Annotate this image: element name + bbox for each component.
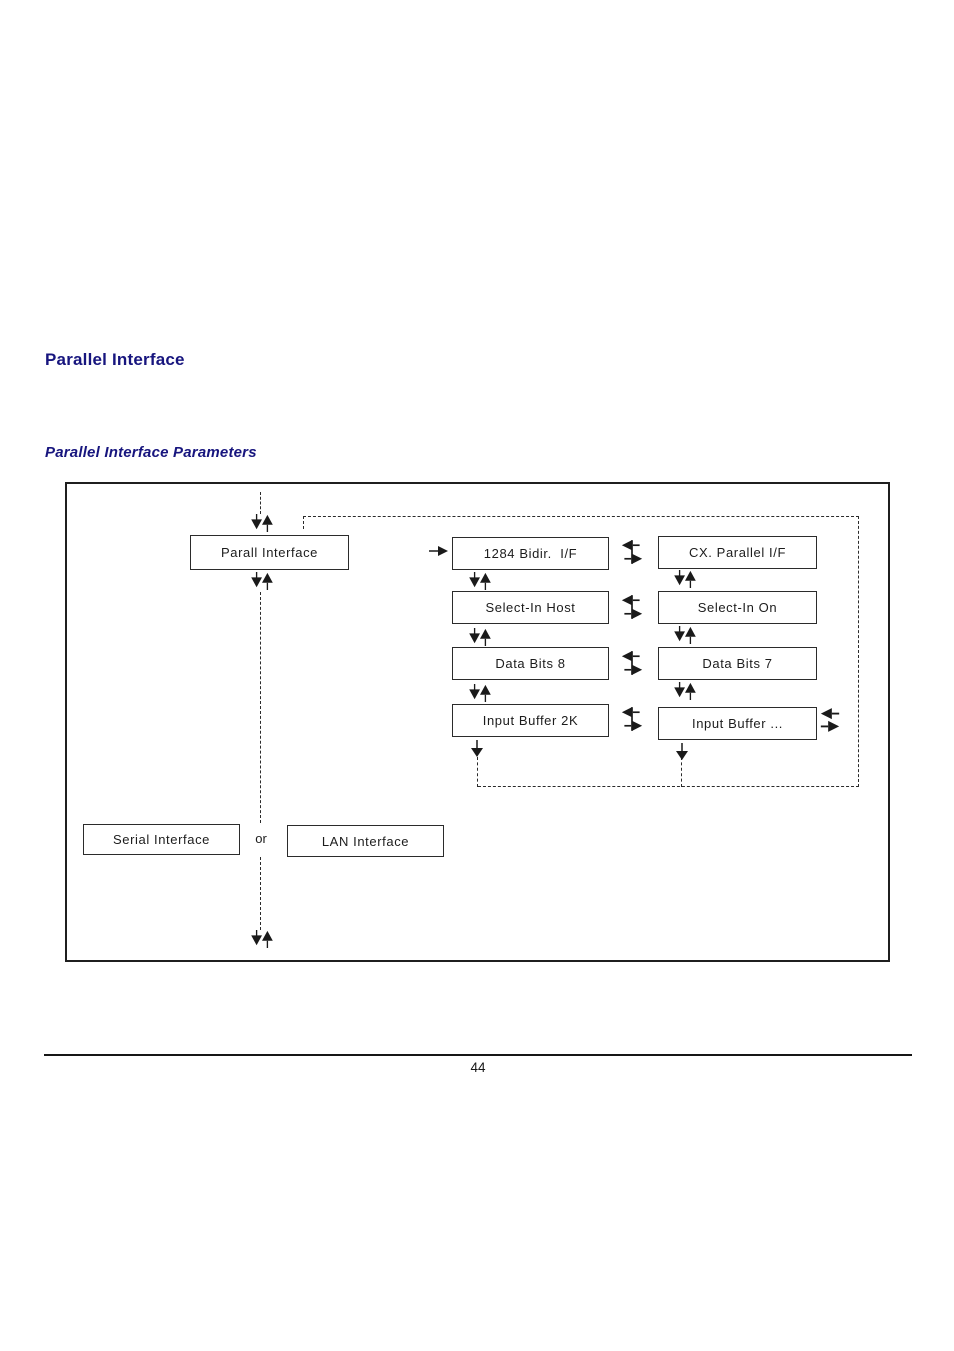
scroll-up-down-icon	[251, 572, 273, 590]
dashed-path-loop-right	[681, 757, 682, 787]
dashed-path-submenu-top	[303, 516, 859, 517]
scroll-up-down-icon	[251, 514, 273, 532]
section-subtitle: Parallel Interface Parameters	[45, 444, 257, 461]
toggle-left-right-icon	[621, 540, 643, 564]
box-label: Parall Interface	[220, 545, 319, 560]
dashed-path-top-stub	[260, 492, 261, 514]
box-label: CX. Parallel I/F	[688, 545, 786, 560]
box-label: Input Buffer ...	[691, 716, 784, 731]
scroll-up-down-icon	[674, 570, 696, 588]
scroll-down-icon	[676, 743, 688, 760]
box-data-bits-7: Data Bits 7	[658, 647, 817, 680]
enter-submenu-right-icon	[429, 546, 448, 556]
box-label: 1284 Bidir. I/F	[483, 546, 578, 561]
box-parall-interface: Parall Interface	[190, 535, 349, 570]
box-cx-parallel-if: CX. Parallel I/F	[658, 536, 817, 569]
scroll-up-down-icon	[674, 682, 696, 700]
dashed-path-loop-left	[477, 757, 478, 787]
box-input-buffer-next: Input Buffer ...	[658, 707, 817, 740]
dashed-path-submenu-right	[858, 516, 859, 787]
box-label: Data Bits 8	[495, 656, 566, 671]
toggle-left-right-icon	[621, 595, 643, 619]
dashed-path-submenu-bottom	[478, 786, 859, 787]
scroll-up-down-icon	[469, 628, 491, 646]
box-label: Serial Interface	[112, 832, 211, 847]
scroll-down-icon	[471, 740, 483, 757]
box-label: Data Bits 7	[702, 656, 773, 671]
dashed-path-center-upper	[260, 592, 261, 823]
page-title: Parallel Interface	[45, 350, 185, 369]
or-label: or	[246, 831, 276, 846]
box-select-in-host: Select-In Host	[452, 591, 609, 624]
box-label: Input Buffer 2K	[482, 713, 579, 728]
scroll-up-down-icon	[251, 930, 273, 948]
box-lan-interface: LAN Interface	[287, 825, 444, 857]
box-data-bits-8: Data Bits 8	[452, 647, 609, 680]
dashed-path-center-lower	[260, 857, 261, 930]
box-input-buffer-2k: Input Buffer 2K	[452, 704, 609, 737]
toggle-left-right-icon	[621, 651, 643, 675]
cycle-values-icon	[820, 708, 840, 732]
box-select-in-on: Select-In On	[658, 591, 817, 624]
box-label: Select-In On	[697, 600, 778, 615]
dashed-path-submenu-top-tick	[303, 516, 304, 529]
box-label: LAN Interface	[321, 833, 410, 849]
box-serial-interface: Serial Interface	[83, 824, 240, 855]
box-1284-bidir-if: 1284 Bidir. I/F	[452, 537, 609, 570]
scroll-up-down-icon	[469, 572, 491, 590]
box-label: Select-In Host	[485, 600, 576, 615]
page-number: 44	[470, 1060, 486, 1075]
scroll-up-down-icon	[469, 684, 491, 702]
footer-rule	[44, 1054, 912, 1056]
scroll-up-down-icon	[674, 626, 696, 644]
toggle-left-right-icon	[621, 707, 643, 731]
